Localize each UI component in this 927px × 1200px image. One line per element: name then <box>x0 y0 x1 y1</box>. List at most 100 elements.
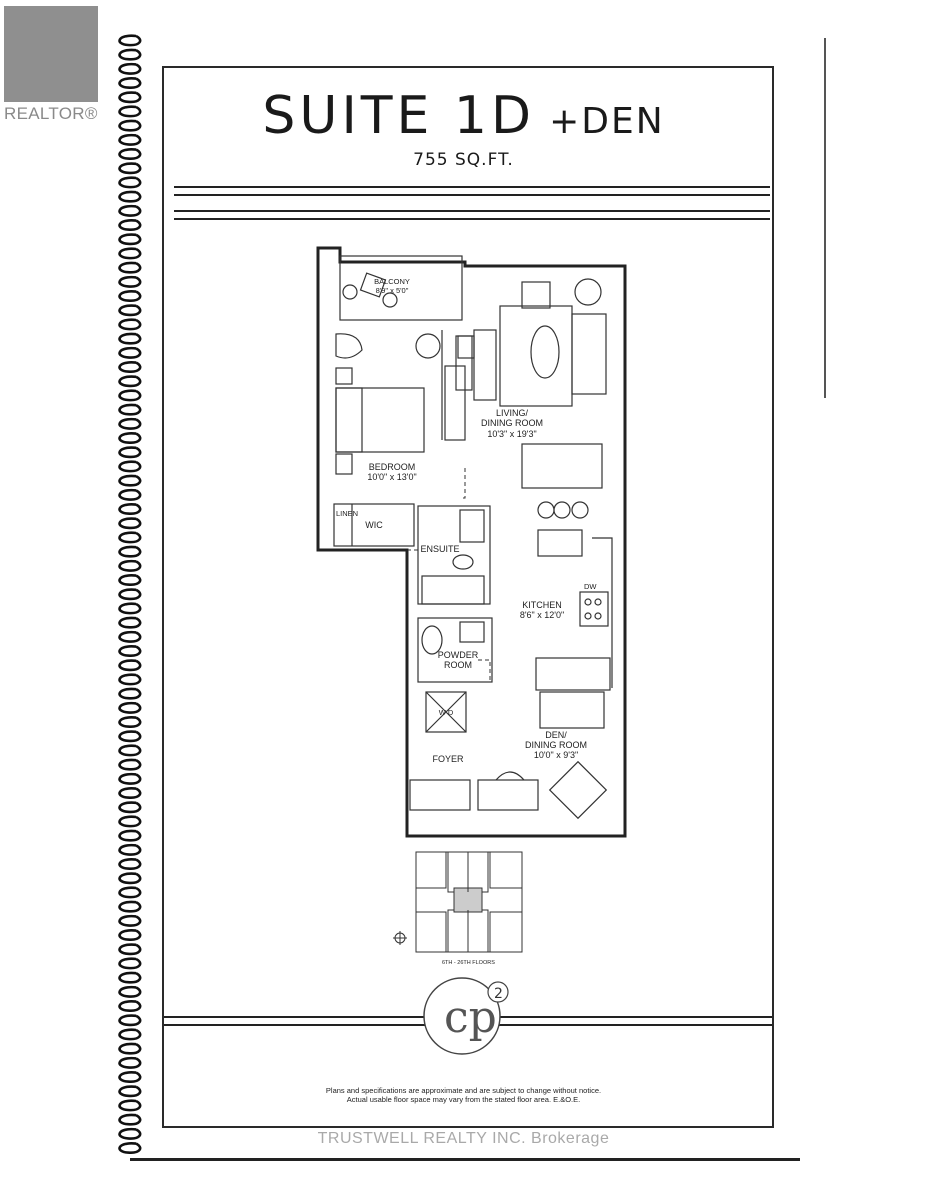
spiral-loop <box>118 275 142 288</box>
spiral-loop <box>118 119 142 132</box>
spiral-loop <box>118 233 142 246</box>
spiral-loop <box>118 1099 142 1112</box>
spiral-loop <box>118 1113 142 1126</box>
appliance-label-dw: DW <box>584 582 597 591</box>
spiral-loop <box>118 616 142 629</box>
spiral-loop <box>118 630 142 643</box>
spiral-loop <box>118 1142 142 1154</box>
disclaimer: Plans and specifications are approximate… <box>0 1086 927 1104</box>
spiral-loop <box>118 389 142 402</box>
floor-plan: BALCONY 8'9" x 5'0" LIVING/ DINING ROOM … <box>316 246 627 838</box>
spiral-loop <box>118 645 142 657</box>
spiral-loop <box>118 460 142 473</box>
spiral-loop <box>118 148 142 160</box>
room-dim-den: 10'0" x 9'3" <box>534 750 578 760</box>
spiral-loop <box>118 446 142 459</box>
room-label-kitchen: KITCHEN <box>522 600 562 610</box>
suite-area: 755 SQ.FT. <box>413 150 514 170</box>
spiral-loop <box>118 943 142 956</box>
spiral-loop <box>118 1085 142 1098</box>
spiral-loop <box>118 829 142 842</box>
spiral-loop <box>118 34 142 47</box>
spiral-loop <box>118 900 142 913</box>
spiral-loop <box>118 91 142 104</box>
divider-line <box>174 218 770 220</box>
room-label-powder-2: ROOM <box>444 660 472 670</box>
page-bottom-edge <box>130 1158 800 1161</box>
cp2-logo-superscript: 2 <box>494 986 503 1002</box>
page-edge <box>824 38 826 398</box>
spiral-loop <box>118 204 142 217</box>
spiral-loop <box>118 971 142 984</box>
spiral-loop <box>118 673 142 686</box>
spiral-loop <box>118 744 142 757</box>
spiral-loop <box>118 858 142 870</box>
spiral-loop <box>118 758 142 771</box>
spiral-loop <box>118 417 142 430</box>
suite-name: SUITE 1D <box>262 86 536 146</box>
brokerage-watermark: TRUSTWELL REALTY INC. Brokerage <box>317 1130 610 1147</box>
spiral-loop <box>118 588 142 601</box>
spiral-loop <box>118 787 142 799</box>
realtor-logo: REALTOR® <box>4 6 108 128</box>
room-label-den-2: DINING ROOM <box>525 740 587 750</box>
divider-line <box>174 186 770 188</box>
spiral-loop <box>118 574 142 586</box>
spiral-loop <box>118 886 142 899</box>
room-label-ensuite: ENSUITE <box>420 544 459 554</box>
spiral-loop <box>118 545 142 558</box>
room-label-bedroom: BEDROOM <box>369 462 416 472</box>
spiral-loop <box>118 261 142 274</box>
spiral-loop <box>118 318 142 331</box>
spiral-loop <box>118 985 142 998</box>
room-label-powder: POWDER <box>438 650 479 660</box>
spiral-loop <box>118 403 142 416</box>
spiral-loop <box>118 531 142 544</box>
spiral-loop <box>118 602 142 615</box>
spiral-loop <box>118 105 142 118</box>
spiral-loop <box>118 247 142 260</box>
spiral-loop <box>118 62 142 75</box>
spiral-loop <box>118 701 142 714</box>
spiral-loop <box>118 219 142 231</box>
disclaimer-line-2: Actual usable floor space may vary from … <box>346 1095 581 1104</box>
disclaimer-line-1: Plans and specifications are approximate… <box>325 1086 602 1095</box>
room-dim-balcony: 8'9" x 5'0" <box>376 286 409 295</box>
spiral-loop <box>118 687 142 700</box>
room-label-linen: LINEN <box>336 509 358 518</box>
spiral-loop <box>118 957 142 970</box>
spiral-loop <box>118 488 142 501</box>
spiral-loop <box>118 432 142 444</box>
spiral-binding <box>118 34 142 1154</box>
spiral-loop <box>118 872 142 885</box>
spiral-loop <box>118 1127 142 1140</box>
room-dim-living: 10'3" x 19'3" <box>487 429 536 439</box>
spiral-loop <box>118 929 142 941</box>
room-label-living: LIVING/ <box>496 408 529 418</box>
spiral-loop <box>118 162 142 175</box>
spiral-loop <box>118 375 142 388</box>
suite-title: SUITE 1D +DEN <box>0 86 927 146</box>
room-label-living-2: DINING ROOM <box>481 418 543 428</box>
spiral-loop <box>118 474 142 487</box>
spiral-loop <box>118 332 142 345</box>
spiral-loop <box>118 659 142 672</box>
room-dim-bedroom: 10'0" x 13'0" <box>367 472 416 482</box>
cp2-logo-mark: cp <box>444 992 497 1043</box>
appliance-label-wd: W D <box>439 708 454 717</box>
room-label-balcony: BALCONY <box>374 277 410 286</box>
spiral-loop <box>118 914 142 927</box>
divider-line <box>174 194 770 196</box>
spiral-loop <box>118 843 142 856</box>
suite-den: +DEN <box>549 101 665 142</box>
brochure-sheet <box>162 66 774 1128</box>
spiral-loop <box>118 133 142 146</box>
spiral-loop <box>118 716 142 728</box>
cp2-logo: cp 2 <box>423 977 509 1055</box>
spiral-loop <box>118 1000 142 1012</box>
spiral-loop <box>118 304 142 317</box>
spiral-loop <box>118 815 142 828</box>
key-plan: 6TH - 26TH FLOORS <box>393 851 523 966</box>
spiral-loop <box>118 1071 142 1083</box>
spiral-loop <box>118 503 142 515</box>
